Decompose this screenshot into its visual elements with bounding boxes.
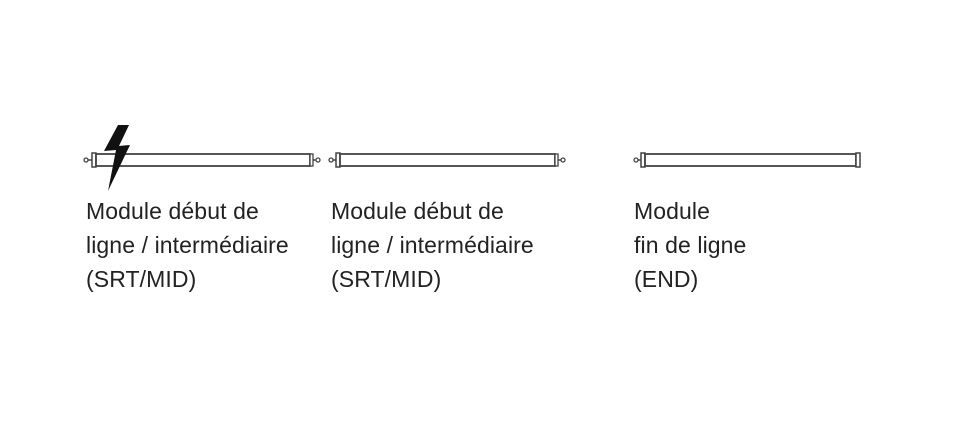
label-line-1: Module début de [86, 198, 259, 224]
label-line-3: (END) [634, 266, 699, 292]
label-line-3: (SRT/MID) [331, 266, 442, 292]
label-line-2: ligne / intermédiaire [331, 232, 534, 258]
label-line-3: (SRT/MID) [86, 266, 197, 292]
lightning-bolt-icon [104, 125, 130, 191]
label-line-2: fin de ligne [634, 232, 747, 258]
connector-pin-icon [633, 157, 641, 163]
label-line-2: ligne / intermédiaire [86, 232, 289, 258]
connector-pin-icon [313, 157, 321, 163]
tube-body [644, 153, 857, 167]
module-label: Module fin de ligne (END) [634, 194, 746, 296]
label-line-1: Module [634, 198, 711, 224]
connector-pin-icon [558, 157, 566, 163]
end-cap [855, 152, 861, 168]
module-label: Module début de ligne / intermédiaire (S… [331, 194, 534, 296]
label-line-1: Module début de [331, 198, 504, 224]
module-label: Module début de ligne / intermédiaire (S… [86, 194, 289, 296]
